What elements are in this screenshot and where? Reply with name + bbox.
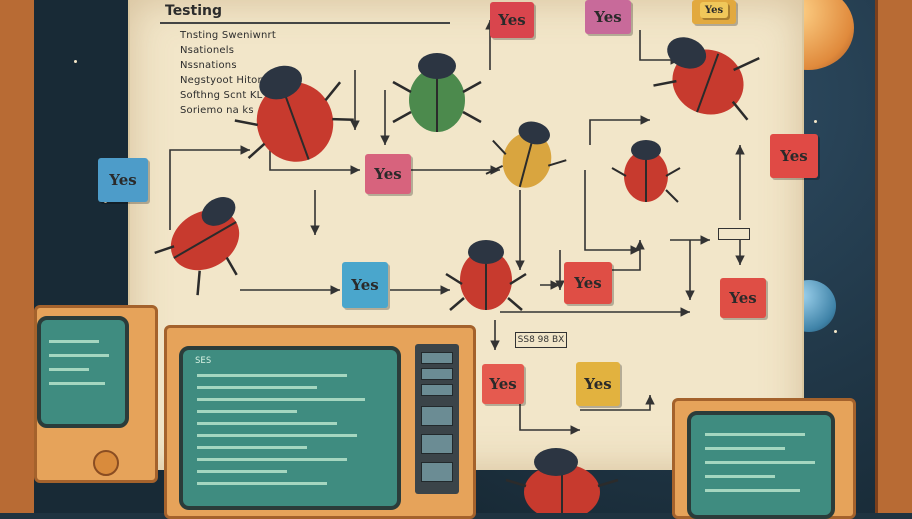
ladybug-large-left	[234, 65, 354, 162]
note-line-4: Negstyoot Hiton	[180, 75, 265, 86]
code-line	[197, 386, 317, 389]
note-line-1: Tnsting Sweniwnrt	[180, 30, 276, 41]
code-line	[705, 433, 805, 436]
crt-monitor-left	[34, 305, 158, 483]
panel-slot	[421, 434, 453, 454]
code-line	[197, 458, 347, 461]
right-wooden-frame	[875, 0, 912, 513]
code-line	[197, 422, 337, 425]
crt-screen-right	[687, 411, 835, 519]
star	[834, 330, 837, 333]
code-line	[49, 368, 89, 371]
star	[74, 60, 77, 63]
ladybug-yellow	[485, 121, 567, 188]
code-line	[49, 340, 99, 343]
power-knob	[93, 450, 119, 476]
yes-card-red-center: Yes	[564, 262, 612, 304]
note-line-3: Nssnations	[180, 60, 237, 71]
crt-monitor-center: SES	[164, 325, 476, 519]
code-line	[197, 410, 297, 413]
yes-card-top-2: Yes	[585, 0, 631, 34]
code-line	[705, 447, 785, 450]
crt-control-panel	[415, 344, 459, 494]
ladybug-bottom	[505, 448, 619, 513]
yes-card-left-blue: Yes	[98, 158, 148, 202]
code-line	[705, 475, 775, 478]
panel-slot	[421, 462, 453, 482]
code-line	[705, 489, 800, 492]
yes-card-middle-pink: Yes	[365, 154, 411, 194]
yes-card-blue-center: Yes	[342, 262, 388, 308]
note-line-2: Nsationels	[180, 45, 235, 56]
yes-card-top-1: Yes	[490, 2, 534, 38]
code-line	[197, 374, 347, 377]
ladybug-green	[392, 53, 482, 132]
yes-card-bottom-red: Yes	[482, 364, 524, 404]
note-line-5: Softhng Scnt KL	[180, 90, 263, 101]
crt-screen-center: SES	[179, 346, 401, 510]
flowchart-label-box: SS8 98 BX	[515, 332, 567, 348]
ladybug-middle-right	[611, 140, 681, 203]
crt-screen-left	[37, 316, 129, 428]
ladybug-center	[445, 240, 527, 311]
code-line	[197, 482, 327, 485]
code-line	[197, 434, 357, 437]
code-line	[197, 470, 287, 473]
yes-card-top-right-small: Yes	[700, 2, 728, 18]
panel-slot	[421, 352, 453, 364]
yes-card-right-red: Yes	[770, 134, 818, 178]
star	[814, 120, 817, 123]
paper-title: Testing	[165, 3, 222, 19]
ladybug-top-right	[653, 37, 760, 121]
code-line	[49, 354, 109, 357]
crt-monitor-right	[672, 398, 856, 519]
code-line	[197, 446, 307, 449]
code-line	[705, 461, 815, 464]
title-underline	[160, 22, 450, 24]
code-line	[197, 398, 365, 401]
small-empty-box	[718, 228, 750, 240]
panel-slot	[421, 368, 453, 380]
panel-slot	[421, 406, 453, 426]
ladybug-left	[154, 196, 240, 296]
panel-slot	[421, 384, 453, 396]
crt-header: SES	[195, 356, 212, 366]
note-line-6: Soriemo na ks	[180, 105, 254, 116]
yes-card-bottom-yellow: Yes	[576, 362, 620, 406]
code-line	[49, 382, 105, 385]
yes-card-red-right: Yes	[720, 278, 766, 318]
